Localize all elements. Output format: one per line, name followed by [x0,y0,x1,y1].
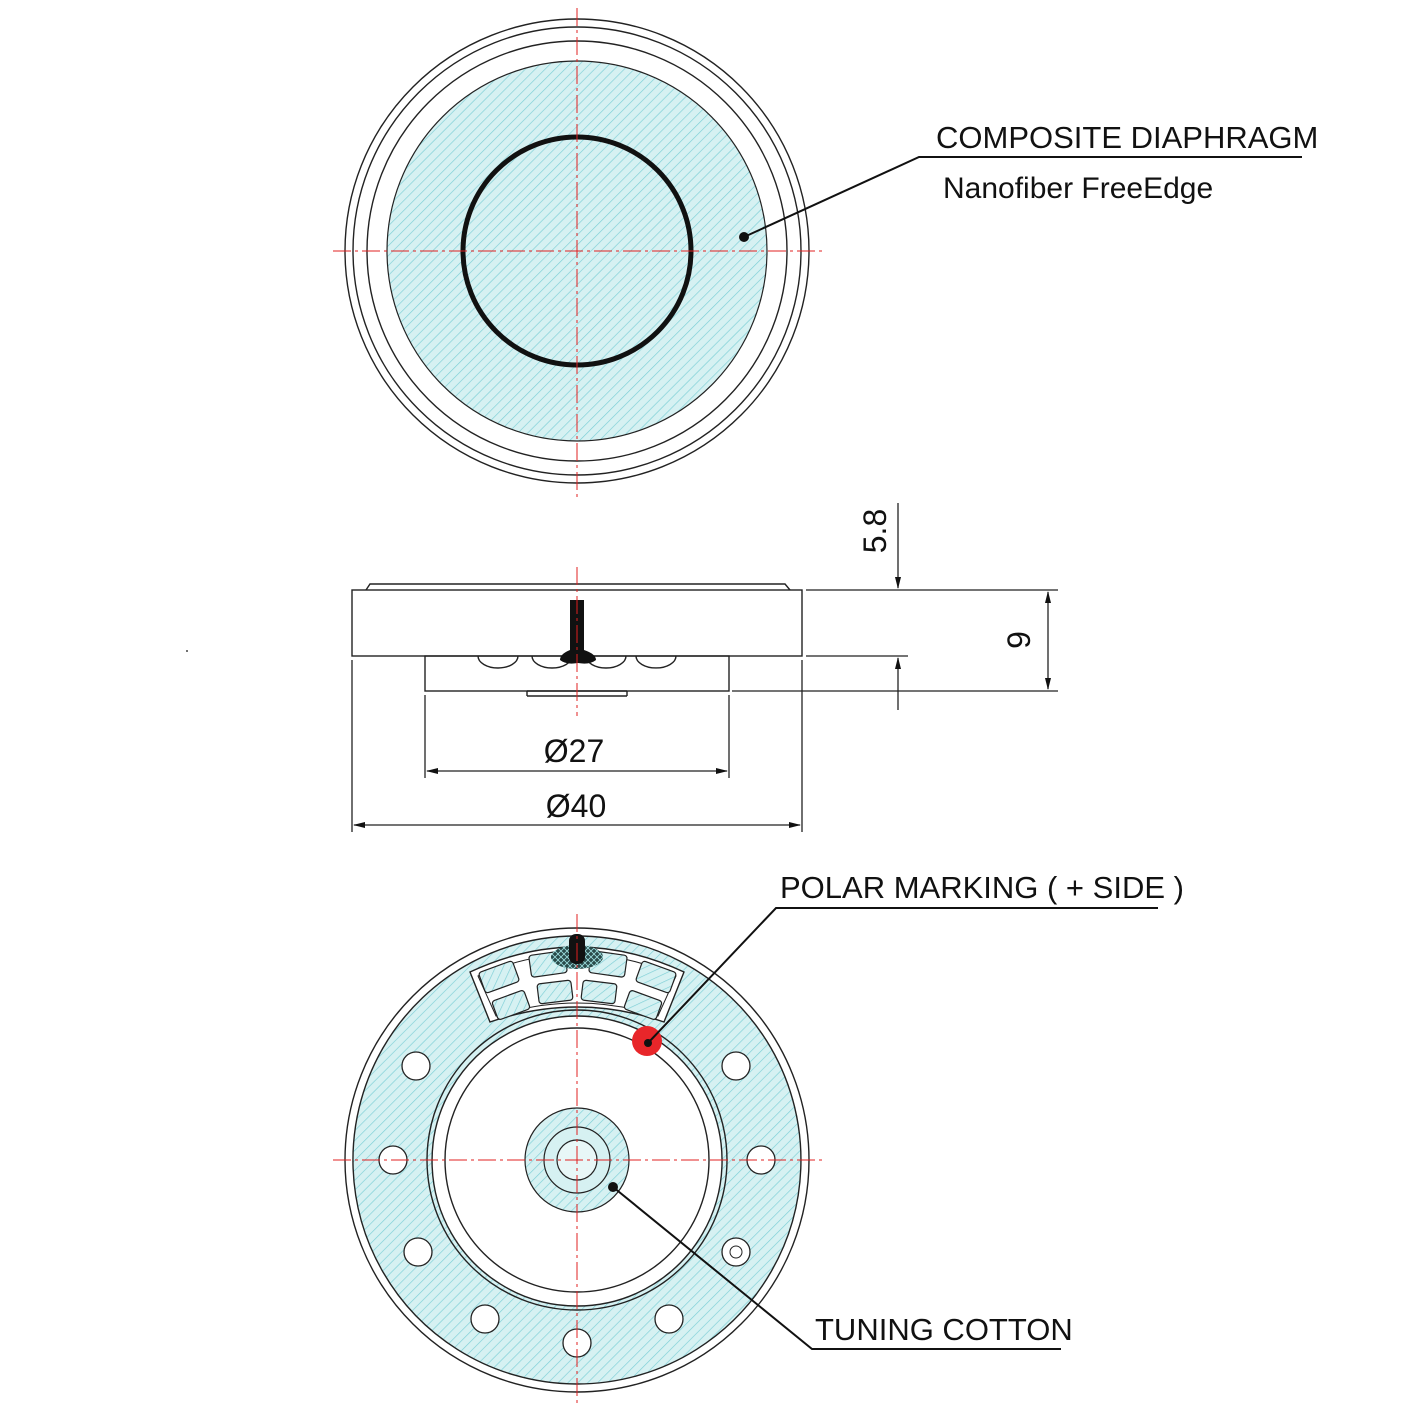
side-view-vent-bumps [477,655,677,669]
tuning-cotton-label: TUNING COTTON [815,1312,1073,1347]
mounting-hole [654,1304,684,1334]
side-view-terminal [560,600,596,664]
vent-slot [580,979,618,1005]
mounting-hole [721,1051,751,1081]
diaphragm-title: COMPOSITE DIAPHRAGM [936,120,1318,155]
mounting-hole-inner-mark [729,1245,743,1259]
polar-marking-label: POLAR MARKING ( + SIDE ) [780,870,1184,905]
vent-slot [478,960,520,994]
diaphragm-callout: COMPOSITE DIAPHRAGM Nanofiber FreeEdge [739,120,1318,242]
diameter-outer-value: Ø40 [546,788,606,824]
top-view [333,8,822,497]
mounting-hole [721,1237,751,1267]
vent-slot [623,990,663,1020]
mounting-hole [470,1304,500,1334]
mounting-hole [401,1051,431,1081]
diaphragm-leader-line [743,156,1302,238]
stray-mark [186,650,188,652]
vent-slot [536,979,574,1005]
side-view-top-edge [365,583,791,591]
diameter-dimensions: Ø27 Ø40 [351,660,803,832]
diaphragm-subtitle: Nanofiber FreeEdge [943,172,1213,205]
tuning-cotton-callout: TUNING COTTON [608,1182,1073,1350]
side-view [351,567,803,716]
vent-slot [491,990,531,1020]
back-plate-annulus [352,935,802,1385]
polar-marking-callout: POLAR MARKING ( + SIDE ) [644,870,1184,1047]
polar-leader-line [647,907,1158,1044]
diameter-inner-value: Ø27 [544,733,604,769]
height-top-value: 5.8 [857,509,893,553]
bottom-view [333,914,822,1406]
mounting-hole [403,1237,433,1267]
height-dimensions: 5.8 9 [732,503,1058,710]
tuning-cotton-leader-line [612,1186,1061,1350]
vent-slot [635,960,677,994]
height-total-value: 9 [1001,631,1037,649]
